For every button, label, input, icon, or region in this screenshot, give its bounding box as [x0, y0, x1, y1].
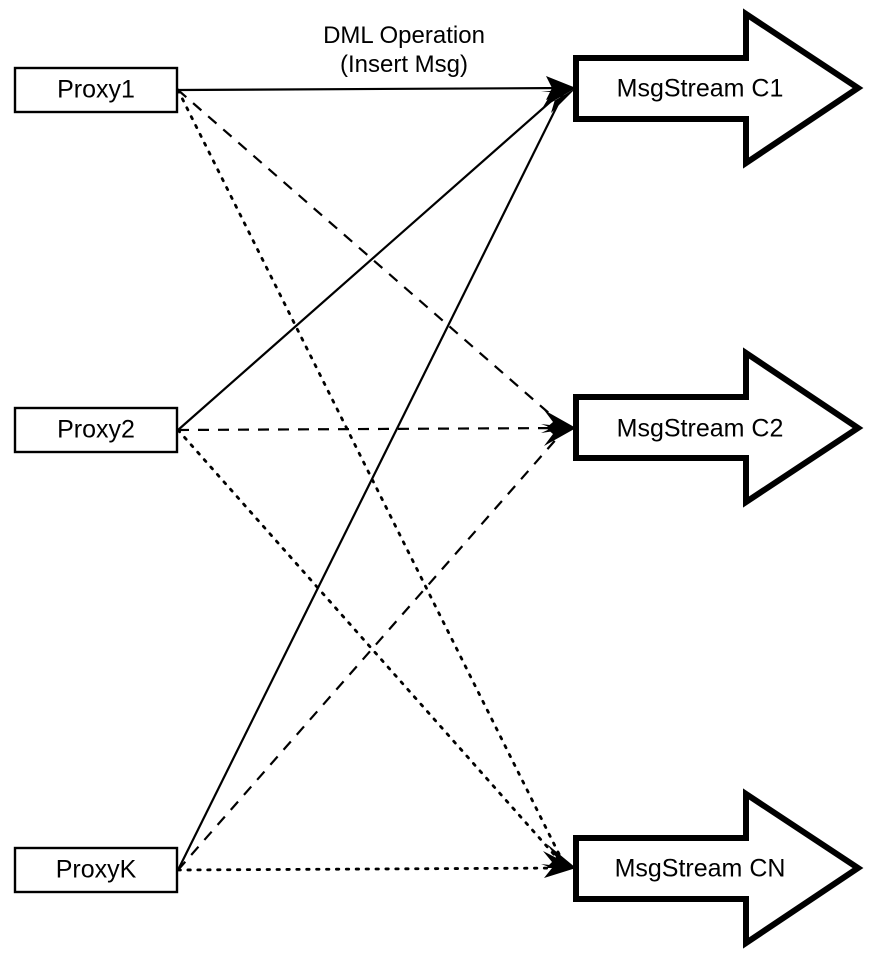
edge-label-dml-operation: DML Operation (Insert Msg)	[323, 22, 485, 78]
arrowhead-c1	[541, 76, 576, 113]
arrowhead-icon	[544, 410, 576, 428]
edge-proxyK-cn[interactable]	[176, 866, 568, 872]
stream-label: MsgStream CN	[615, 855, 786, 883]
arrowhead-icon	[541, 864, 576, 878]
edge-line	[176, 428, 568, 870]
arrowhead-cn	[541, 844, 576, 878]
stream-label: MsgStream C2	[617, 415, 784, 443]
edge-line	[177, 89, 567, 429]
edge-proxy1-c1[interactable]	[177, 86, 567, 92]
arrowhead-c2	[541, 410, 576, 446]
proxy-box	[13, 846, 179, 894]
edge-proxy2-c1[interactable]	[177, 87, 567, 431]
edge-line	[177, 87, 567, 431]
arrowhead-icon	[543, 851, 576, 868]
edge-proxy1-c2[interactable]	[177, 89, 567, 429]
proxy-node-proxy2[interactable]: Proxy2	[13, 406, 179, 454]
proxy-node-proxy1[interactable]: Proxy1	[13, 66, 179, 114]
stream-label: MsgStream C1	[617, 75, 784, 103]
proxy-label: Proxy1	[57, 76, 135, 104]
stream-node-c2[interactable]: MsgStream C2	[573, 347, 864, 508]
edge-line	[176, 866, 568, 872]
proxy-box	[13, 406, 179, 454]
proxy-label: ProxyK	[56, 856, 137, 884]
edge-line	[177, 427, 567, 871]
edge-layer	[176, 86, 568, 872]
proxy-label: Proxy2	[57, 416, 135, 444]
stream-node-cn[interactable]: MsgStream CN	[573, 788, 864, 949]
edge-proxy2-c2[interactable]	[177, 426, 567, 432]
stream-node-c1[interactable]: MsgStream C1	[573, 8, 864, 169]
arrowhead-icon	[544, 428, 576, 446]
block-arrow-icon	[573, 788, 864, 949]
block-arrow-icon	[573, 347, 864, 508]
edge-label-line1: DML Operation	[323, 22, 485, 49]
edge-proxyK-c2[interactable]	[177, 427, 567, 871]
arrowhead-layer	[541, 76, 576, 878]
edge-label-line2: (Insert Msg)	[340, 51, 468, 78]
edge-line	[177, 87, 567, 871]
block-arrow-icon	[573, 8, 864, 169]
proxy-box	[13, 66, 179, 114]
edge-line	[177, 426, 567, 432]
edge-line	[177, 86, 567, 92]
edge-proxy2-cn[interactable]	[176, 428, 568, 870]
edge-proxyK-c1[interactable]	[177, 87, 567, 871]
proxy-node-proxyK[interactable]: ProxyK	[13, 846, 179, 894]
arrowhead-icon	[547, 88, 576, 113]
